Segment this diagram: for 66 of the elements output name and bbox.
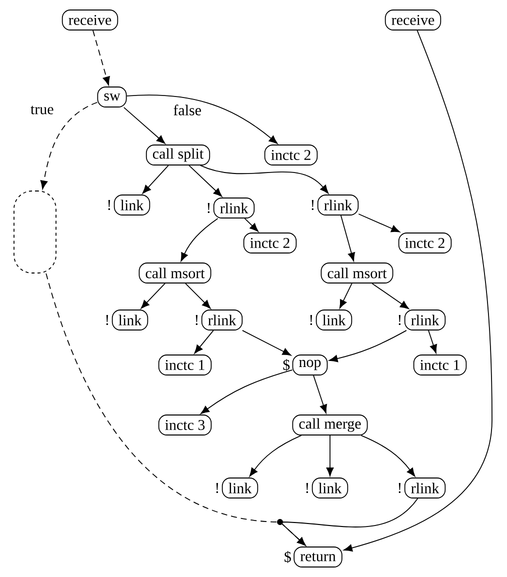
process-box: rlink xyxy=(404,310,446,330)
node-marker: ! xyxy=(398,483,401,494)
process-box: inctc 3 xyxy=(158,414,212,436)
process-box: link xyxy=(222,478,258,498)
arrow xyxy=(360,435,416,477)
arrow xyxy=(242,330,292,356)
process-box: rlink xyxy=(317,194,359,216)
process-box: return xyxy=(294,546,342,568)
arrow xyxy=(339,283,352,308)
process-box: link xyxy=(114,194,150,216)
node-marker: ! xyxy=(106,315,108,326)
node-marker: ! xyxy=(312,200,314,210)
arrow xyxy=(328,330,407,362)
edge-label: true xyxy=(29,104,55,116)
arrow xyxy=(92,30,110,86)
arrow xyxy=(185,283,211,309)
arrow xyxy=(188,165,222,197)
arrow xyxy=(142,165,169,194)
process-box: rlink xyxy=(404,478,446,498)
process-box: link xyxy=(312,478,348,498)
arrow xyxy=(249,435,302,477)
node-marker: ! xyxy=(108,200,110,210)
node-marker: ! xyxy=(310,315,312,326)
arrow xyxy=(40,102,98,190)
arrow xyxy=(200,370,293,414)
edge-label: false xyxy=(172,104,203,116)
node-marker: ! xyxy=(196,315,198,326)
arrow xyxy=(340,215,356,262)
node-marker: $ xyxy=(283,359,290,371)
process-box: call merge xyxy=(292,414,368,436)
process-box: rlink xyxy=(201,310,243,330)
arrow xyxy=(244,218,258,232)
process-box: inctc 2 xyxy=(243,232,297,254)
arrow xyxy=(123,107,166,144)
process-box: link xyxy=(316,310,352,330)
process-box: rlink xyxy=(213,198,255,218)
arrow xyxy=(180,218,218,262)
arrow xyxy=(428,330,437,354)
process-box: inctc 1 xyxy=(158,354,212,376)
dashed-box xyxy=(14,190,56,274)
arrow xyxy=(372,283,409,309)
node-marker: ! xyxy=(208,203,210,214)
arrow xyxy=(358,214,400,232)
arrow xyxy=(313,375,327,414)
process-box: inctc 2 xyxy=(264,144,318,166)
process-box: inctc 1 xyxy=(413,354,467,376)
process-box: sw xyxy=(97,86,127,108)
arrow xyxy=(200,165,329,194)
process-box: call msort xyxy=(320,262,394,284)
arrow xyxy=(194,330,214,354)
arrow xyxy=(326,435,334,476)
node-marker: ! xyxy=(306,483,308,494)
node-marker: $ xyxy=(284,551,291,563)
node-marker: ! xyxy=(398,315,401,326)
arrow xyxy=(280,498,418,546)
process-box: receive xyxy=(62,10,118,30)
process-box: nop xyxy=(292,354,328,376)
arrow xyxy=(140,283,166,309)
arrow xyxy=(126,94,278,144)
process-box: call msort xyxy=(138,262,212,284)
node-marker: ! xyxy=(216,483,218,494)
arrow xyxy=(344,30,492,552)
process-box: inctc 2 xyxy=(398,232,452,254)
process-box: call split xyxy=(146,144,210,166)
process-box: receive xyxy=(384,10,442,30)
process-box: link xyxy=(112,310,148,330)
